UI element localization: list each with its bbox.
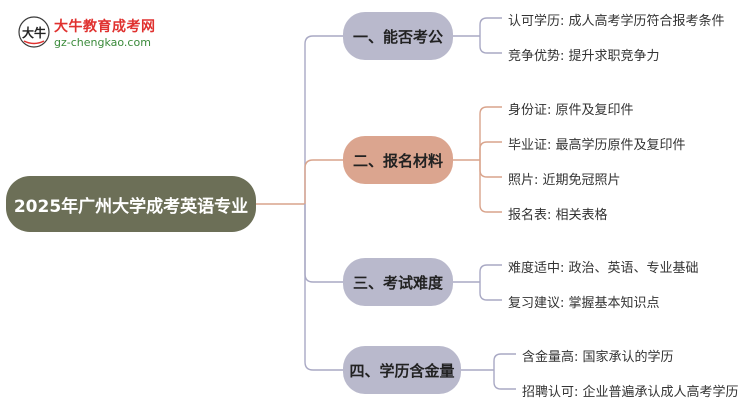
connector-leaf-1-2 bbox=[479, 36, 502, 54]
connector-branch-3 bbox=[304, 204, 343, 283]
leaf-3-1: 难度适中: 政治、英语、专业基础 bbox=[508, 261, 699, 276]
root-node: 2025年广州大学成考英语专业 bbox=[6, 176, 256, 232]
logo-title: 大牛教育成考网 bbox=[54, 19, 156, 35]
connector-leaf-4-2 bbox=[493, 370, 516, 390]
site-logo[interactable]: 大牛 大牛教育成考网 gz-chengkao.com bbox=[18, 14, 168, 54]
branch-node-3: 三、考试难度 bbox=[343, 258, 453, 306]
connector-leaf-2-3 bbox=[479, 160, 502, 178]
connector-branch-2 bbox=[304, 159, 343, 204]
leaf-4-1: 含金量高: 国家承认的学历 bbox=[522, 350, 674, 365]
leaf-1-2: 竞争优势: 提升求职竞争力 bbox=[508, 49, 660, 64]
logo-url: gz-chengkao.com bbox=[54, 36, 151, 49]
leaf-2-4: 报名表: 相关表格 bbox=[508, 208, 608, 223]
logo-mark-icon: 大牛 bbox=[18, 16, 50, 48]
leaf-2-3: 照片: 近期免冠照片 bbox=[508, 173, 621, 188]
connector-leaf-3-1 bbox=[479, 264, 502, 282]
branch-node-2: 二、报名材料 bbox=[343, 136, 453, 184]
leaf-3-2: 复习建议: 掌握基本知识点 bbox=[508, 296, 660, 311]
leaf-2-1: 身份证: 原件及复印件 bbox=[508, 103, 634, 118]
connector-branch-4 bbox=[304, 204, 343, 371]
connector-leaf-2-2 bbox=[479, 141, 502, 160]
connector-leaf-2-1 bbox=[479, 106, 502, 160]
logo-mark-text: 大牛 bbox=[22, 25, 46, 40]
leaf-4-2: 招聘认可: 企业普遍承认成人高考学历 bbox=[522, 385, 739, 400]
connector-leaf-3-2 bbox=[479, 282, 502, 301]
branch-node-1: 一、能否考公 bbox=[343, 12, 453, 60]
connector-branch-1 bbox=[304, 35, 343, 204]
connector-leaf-1-1 bbox=[479, 17, 502, 36]
leaf-2-2: 毕业证: 最高学历原件及复印件 bbox=[508, 138, 686, 153]
branch-node-4: 四、学历含金量 bbox=[343, 346, 461, 394]
leaf-1-1: 认可学历: 成人高考学历符合报考条件 bbox=[508, 14, 725, 29]
connector-leaf-2-4 bbox=[479, 160, 502, 213]
connector-leaf-4-1 bbox=[493, 353, 516, 370]
